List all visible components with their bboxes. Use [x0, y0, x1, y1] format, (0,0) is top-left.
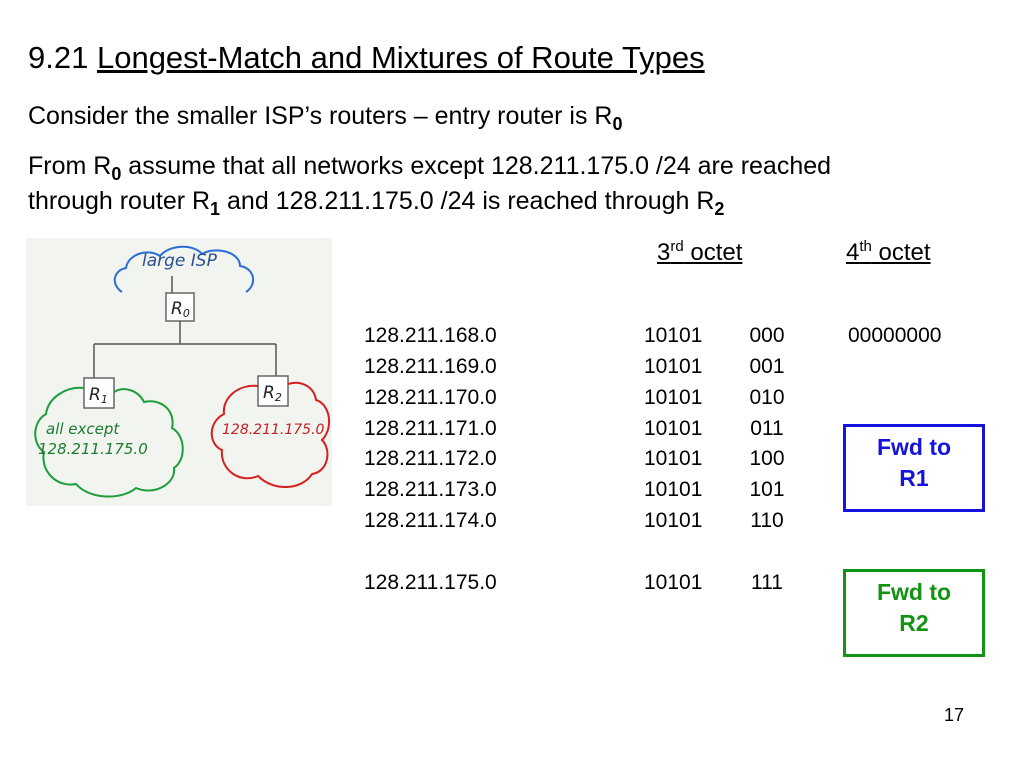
row-low-bits: 001: [749, 355, 785, 378]
router-r1-label: R1: [89, 385, 108, 406]
assumption-subscript-1: 1: [210, 199, 221, 219]
page-number: 17: [943, 705, 964, 725]
row-network: 128.211.169.0: [364, 355, 497, 378]
row-high-bits: 10101: [644, 571, 703, 594]
header-4th-word: octet: [871, 239, 931, 266]
row-high-bits: 10101: [644, 478, 703, 501]
fwd-r1-line1: Fwd to: [876, 434, 952, 460]
router-r1: [83, 377, 115, 409]
assumption-line-1: From R0 assume that all networks except …: [28, 152, 832, 184]
row-low-bits: 110: [750, 509, 784, 532]
assumption-subscript-2: 2: [714, 199, 725, 219]
fwd-r1-line2: R1: [899, 465, 929, 491]
row-low-bits: 010: [749, 386, 785, 409]
fwd-to-r1-box: Fwd to R1: [843, 424, 985, 512]
assumption-text-b: assume that all networks except 128.211.…: [121, 152, 832, 180]
fwd-r2-line1: Fwd to: [876, 579, 952, 605]
row-high-bits: 10101: [644, 324, 703, 347]
header-4th-base: 4: [846, 239, 860, 266]
row-high-bits: 10101: [644, 509, 703, 532]
header-4th-octet: 4th octet: [846, 239, 931, 267]
large-isp-cloud: [113, 245, 255, 293]
row-4th-octet: 00000000: [848, 324, 942, 347]
router-r2-label: R2: [263, 383, 282, 404]
title-number: 9.21: [28, 40, 89, 75]
row-network: 128.211.171.0: [364, 417, 497, 440]
assumption-text-c: through router R: [28, 187, 211, 215]
left-cloud-label-2: 128.211.175.0: [38, 440, 148, 458]
header-3rd-word: octet: [683, 239, 743, 266]
router-r0-label: R0: [171, 299, 190, 320]
header-3rd-sup: rd: [670, 238, 684, 255]
large-isp-label: large ISP: [142, 251, 218, 271]
title-text: Longest-Match and Mixtures of Route Type…: [96, 40, 705, 75]
row-network: 128.211.170.0: [364, 386, 497, 409]
row-high-bits: 10101: [644, 417, 703, 440]
row-high-bits: 10101: [644, 355, 703, 378]
diagram-background: [26, 238, 332, 506]
row-low-bits: 000: [749, 324, 785, 347]
intro-line: Consider the smaller ISP’s routers – ent…: [28, 102, 623, 134]
row-high-bits: 10101: [644, 386, 703, 409]
header-3rd-base: 3: [657, 239, 671, 266]
row-low-bits: 101: [749, 478, 785, 501]
assumption-text-d: and 128.211.175.0 /24 is reached through…: [220, 187, 715, 215]
intro-subscript: 0: [612, 114, 623, 134]
assumption-text-a: From R: [28, 152, 112, 180]
router-r2: [257, 375, 289, 407]
slide-title: 9.21 Longest-Match and Mixtures of Route…: [28, 40, 705, 76]
row-low-bits: 100: [749, 447, 785, 470]
row-network: 128.211.174.0: [364, 509, 497, 532]
left-cloud-label-1: all except: [46, 420, 120, 438]
intro-text: Consider the smaller ISP’s routers – ent…: [28, 102, 613, 130]
row-low-bits: 011: [750, 417, 784, 440]
header-4th-sup: th: [859, 238, 872, 255]
row-network: 128.211.168.0: [364, 324, 497, 347]
row-network: 128.211.173.0: [364, 478, 497, 501]
right-network-cloud: [210, 381, 331, 489]
network-diagram: large ISP R0 R1 R2 all except 128.211.17…: [26, 238, 332, 506]
assumption-subscript: 0: [111, 164, 122, 184]
fwd-r2-line2: R2: [899, 610, 929, 636]
row-high-bits: 10101: [644, 447, 703, 470]
router-r0: [165, 292, 195, 322]
row-network: 128.211.175.0: [364, 571, 497, 594]
assumption-line-2: through router R1 and 128.211.175.0 /24 …: [28, 187, 725, 219]
right-cloud-label: 128.211.175.0: [222, 422, 325, 438]
row-network: 128.211.172.0: [364, 447, 497, 470]
left-network-cloud: [34, 386, 184, 498]
row-low-bits: 111: [751, 571, 783, 594]
fwd-to-r2-box: Fwd to R2: [843, 569, 985, 657]
header-3rd-octet: 3rd octet: [657, 239, 742, 267]
